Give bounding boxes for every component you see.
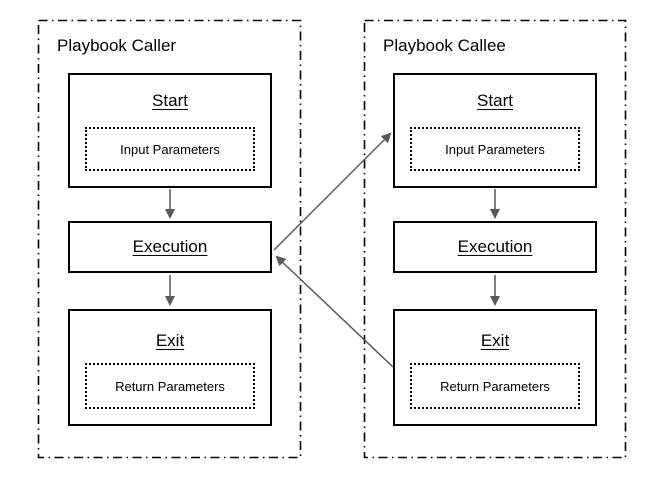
callee-return-parameters-label: Return Parameters xyxy=(440,378,550,394)
callee-exit-title: Exit xyxy=(480,331,510,350)
caller-input-parameters-label: Input Parameters xyxy=(120,141,220,157)
callee-input-parameters-label: Input Parameters xyxy=(445,141,545,157)
return-arrow-callee-exit-to-execution xyxy=(275,255,394,368)
callee-start-node: Start Input Parameters xyxy=(393,73,597,188)
caller-execution-node: Execution xyxy=(68,221,272,273)
caller-execution-title: Execution xyxy=(132,237,208,256)
callee-input-parameters-box: Input Parameters xyxy=(410,127,580,171)
callee-exit-node: Exit Return Parameters xyxy=(393,309,597,426)
caller-container-border xyxy=(37,19,302,459)
caller-return-parameters-label: Return Parameters xyxy=(115,378,225,394)
caller-exit-title: Exit xyxy=(155,331,185,350)
caller-exit-node: Exit Return Parameters xyxy=(68,309,272,426)
callee-container-border xyxy=(363,19,627,459)
caller-start-title: Start xyxy=(152,91,188,110)
caller-container-title: Playbook Caller xyxy=(57,36,177,55)
callee-container-title: Playbook Callee xyxy=(383,36,506,55)
callee-return-parameters-box: Return Parameters xyxy=(410,363,580,409)
callee-start-title: Start xyxy=(477,91,513,110)
caller-return-parameters-box: Return Parameters xyxy=(85,363,255,409)
caller-start-node: Start Input Parameters xyxy=(68,73,272,188)
callee-execution-node: Execution xyxy=(393,221,597,273)
call-arrow-execution-to-callee-start xyxy=(273,132,392,251)
callee-execution-title: Execution xyxy=(457,237,533,256)
caller-input-parameters-box: Input Parameters xyxy=(85,127,255,171)
